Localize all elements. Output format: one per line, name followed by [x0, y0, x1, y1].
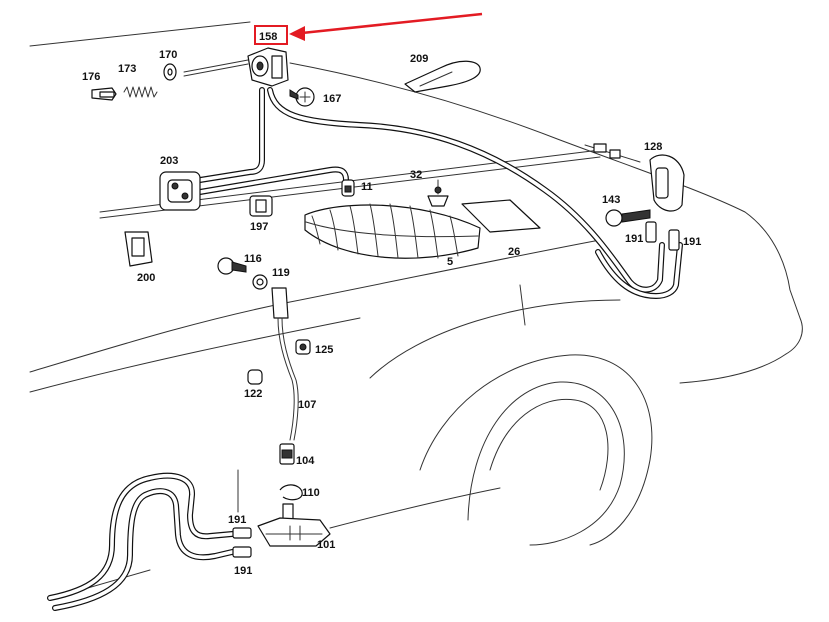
part-209-cable-tie — [404, 60, 481, 93]
part-32-clip — [427, 179, 449, 207]
callout-167: 167 — [323, 93, 341, 105]
washer-hoses — [47, 87, 683, 611]
callout-122: 122 — [244, 388, 262, 400]
part-176-plug — [91, 87, 117, 101]
part-173-spring — [123, 86, 158, 98]
part-122-grommet — [247, 369, 263, 385]
callout-209: 209 — [410, 53, 428, 65]
callout-128: 128 — [644, 141, 662, 153]
callout-191-upper-left: 191 — [625, 233, 643, 245]
part-170-washer — [163, 63, 177, 81]
callout-158: 158 — [259, 31, 277, 43]
part-104-connector — [279, 443, 295, 465]
car-body-outline — [29, 21, 803, 597]
callout-176: 176 — [82, 71, 100, 83]
part-11-connector — [341, 179, 355, 197]
highlight-box — [254, 25, 288, 45]
part-191-hose-end-upper — [645, 221, 680, 251]
highlight-arrow-head — [289, 26, 305, 41]
highlight-marker — [254, 12, 483, 45]
part-5-insulation-pad — [304, 203, 481, 259]
callout-26: 26 — [508, 246, 520, 258]
part-143-bolt — [605, 209, 651, 227]
part-116-bolt — [217, 257, 247, 275]
callout-203: 203 — [160, 155, 178, 167]
callout-125: 125 — [315, 344, 333, 356]
callout-116: 116 — [244, 253, 262, 265]
part-26-pad — [461, 199, 541, 233]
callout-labels: 158 176 173 170 209 167 203 11 32 128 14… — [82, 31, 701, 577]
callout-104: 104 — [296, 455, 315, 467]
callout-107: 107 — [298, 399, 316, 411]
part-101-washer-nozzle — [257, 503, 331, 547]
part-119-washer — [252, 274, 268, 290]
callout-32: 32 — [410, 169, 422, 181]
part-197-clip — [249, 195, 273, 217]
callout-101: 101 — [317, 539, 335, 551]
part-191-hose-end-lower — [232, 527, 252, 558]
callout-170: 170 — [159, 49, 177, 61]
part-200-bracket — [124, 231, 153, 267]
callout-197: 197 — [250, 221, 268, 233]
part-203-grommet-bracket — [159, 171, 201, 211]
callout-191-lower-left: 191 — [228, 514, 246, 526]
part-158-nozzle-assembly — [183, 47, 289, 87]
callout-5: 5 — [447, 256, 453, 268]
part-128-washer-pump — [584, 143, 685, 212]
callout-110: 110 — [302, 487, 320, 499]
part-167-screw — [289, 87, 315, 107]
part-125-clip — [295, 339, 311, 355]
callout-119: 119 — [272, 267, 290, 279]
callout-173: 173 — [118, 63, 136, 75]
part-107-linkage-rod — [271, 287, 299, 441]
part-110-circlip — [279, 484, 303, 501]
callout-143: 143 — [602, 194, 620, 206]
callout-11: 11 — [361, 181, 373, 193]
callout-200: 200 — [137, 272, 155, 284]
callout-191-upper-right: 191 — [683, 236, 701, 248]
highlight-arrow — [301, 12, 483, 35]
callout-191-lower-bottom: 191 — [234, 565, 252, 577]
